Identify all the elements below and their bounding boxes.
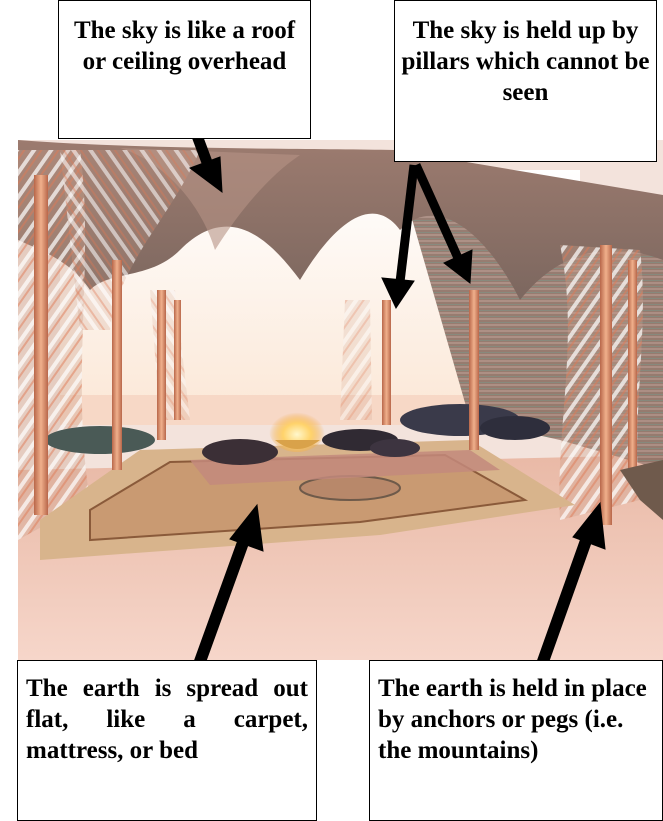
callout-sky-pillars: The sky is held up by pillars which cann… — [394, 0, 657, 162]
pole-left-mid — [112, 260, 122, 470]
pole-center-left — [174, 300, 181, 420]
pole-center-right — [382, 300, 391, 425]
cushion-left — [45, 426, 155, 454]
callout-earth-carpet-text: The earth is spread out flat, like a car… — [26, 675, 308, 764]
pole-far-right — [628, 260, 637, 470]
callout-earth-carpet: The earth is spread out flat, like a car… — [17, 660, 317, 821]
callout-earth-pegs-text: The earth is held in place by anchors or… — [378, 675, 647, 764]
pole-right-front — [600, 245, 612, 525]
pole-right-mid — [469, 290, 479, 450]
callout-sky-pillars-text: The sky is held up by pillars which cann… — [402, 17, 650, 106]
cushion-fire-right-2 — [370, 439, 420, 457]
carpet-medallion — [300, 476, 400, 500]
mid-curtain-right — [340, 300, 372, 420]
pole-left-back — [157, 290, 166, 440]
cushion-fire-left — [202, 439, 278, 465]
callout-earth-pegs: The earth is held in place by anchors or… — [369, 660, 663, 821]
cushion-back-right-2 — [480, 416, 550, 440]
pole-left-front — [34, 175, 48, 515]
callout-sky-roof: The sky is like a roof or ceiling overhe… — [58, 0, 311, 139]
callout-sky-roof-text: The sky is like a roof or ceiling overhe… — [74, 17, 295, 75]
